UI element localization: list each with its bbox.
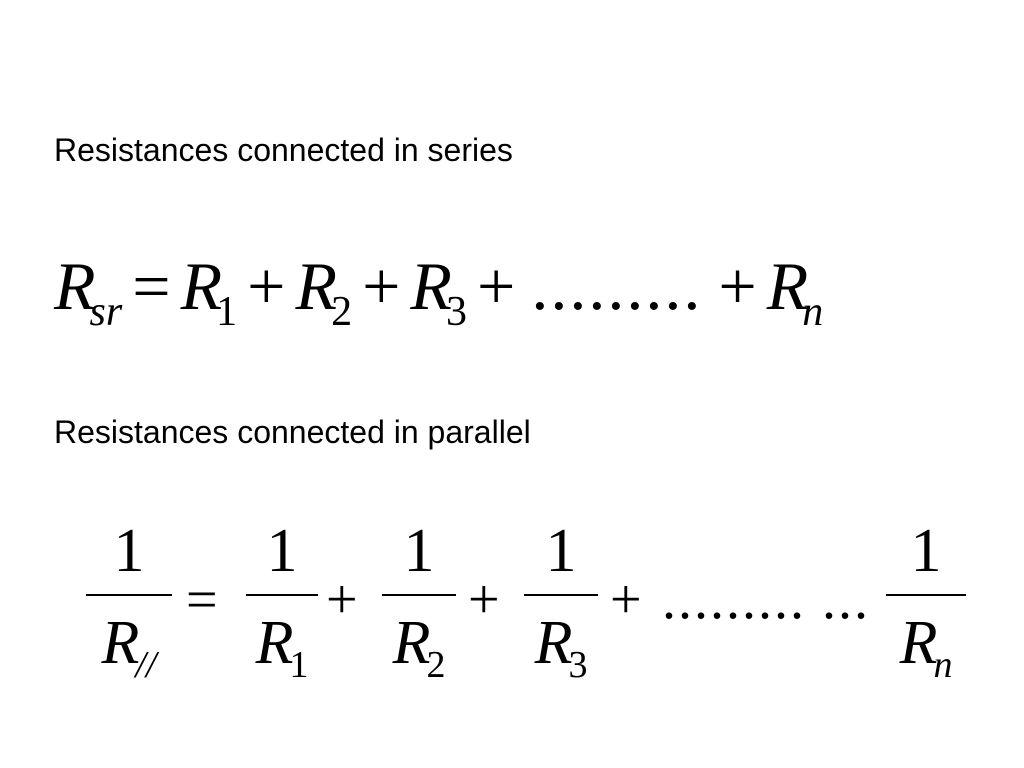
parallel-last-var: R xyxy=(899,609,938,677)
parallel-plus-3: + xyxy=(610,569,642,631)
parallel-last-numerator: 1 xyxy=(910,517,942,585)
series-term-2-var: R xyxy=(295,248,338,324)
series-term-2-sub: 2 xyxy=(331,289,353,335)
parallel-lhs-fraction: 1 R// xyxy=(86,520,172,690)
series-equals: = xyxy=(132,248,171,324)
parallel-term-1-var: R xyxy=(255,609,294,677)
parallel-plus-2: + xyxy=(468,569,500,631)
series-lhs-sub: sr xyxy=(89,289,123,335)
parallel-term-3-numerator: 1 xyxy=(545,517,577,585)
series-last-var: R xyxy=(766,248,809,324)
series-plus-4: + xyxy=(718,248,757,324)
parallel-ellipsis: ......... ... xyxy=(662,569,870,631)
parallel-term-3-denominator: R3 xyxy=(524,609,598,684)
parallel-term-1-numerator: 1 xyxy=(266,517,298,585)
series-term-1-var: R xyxy=(180,248,223,324)
series-lhs-var: R xyxy=(54,248,96,324)
parallel-lhs-fraction-bar xyxy=(86,594,172,596)
series-term-1-sub: 1 xyxy=(216,289,238,335)
series-last-sub: n xyxy=(802,289,824,335)
series-term-3-var: R xyxy=(410,248,452,324)
parallel-last-denominator: Rn xyxy=(886,609,966,684)
parallel-term-2-denominator: R2 xyxy=(382,609,456,684)
parallel-term-1-fraction: 1 R1 xyxy=(246,520,318,690)
parallel-term-3-var: R xyxy=(534,609,573,677)
parallel-last-bar xyxy=(886,594,966,596)
series-term-3-sub: 3 xyxy=(445,289,467,335)
parallel-term-1-bar xyxy=(246,594,318,596)
parallel-term-3-fraction: 1 R3 xyxy=(524,520,598,690)
series-ellipsis: ......... xyxy=(531,248,703,324)
parallel-equation: 1 R// = 1 R1 + 1 R2 + 1 R3 + ......... .… xyxy=(86,520,976,690)
parallel-term-3-bar xyxy=(524,594,598,596)
parallel-term-1-sub: 1 xyxy=(289,644,309,686)
heading-series: Resistances connected in series xyxy=(54,132,513,168)
parallel-term-2-var: R xyxy=(392,609,431,677)
parallel-last-fraction: 1 Rn xyxy=(886,520,966,690)
series-plus-2: + xyxy=(362,248,401,324)
parallel-term-3-sub: 3 xyxy=(568,644,588,686)
parallel-plus-1: + xyxy=(326,569,358,631)
parallel-lhs-var: R xyxy=(101,609,140,677)
series-plus-1: + xyxy=(247,248,286,324)
parallel-term-2-bar xyxy=(382,594,456,596)
parallel-last-sub: n xyxy=(933,644,953,686)
parallel-term-2-numerator: 1 xyxy=(403,517,435,585)
parallel-term-1-denominator: R1 xyxy=(246,609,318,684)
heading-parallel: Resistances connected in parallel xyxy=(54,414,531,450)
series-plus-3: + xyxy=(476,248,516,324)
parallel-lhs-numerator: 1 xyxy=(113,517,145,585)
parallel-term-2-sub: 2 xyxy=(426,644,446,686)
parallel-lhs-sub: // xyxy=(135,644,157,686)
parallel-term-2-fraction: 1 R2 xyxy=(382,520,456,690)
parallel-equals: = xyxy=(186,569,218,631)
parallel-lhs-denominator: R// xyxy=(86,609,172,684)
